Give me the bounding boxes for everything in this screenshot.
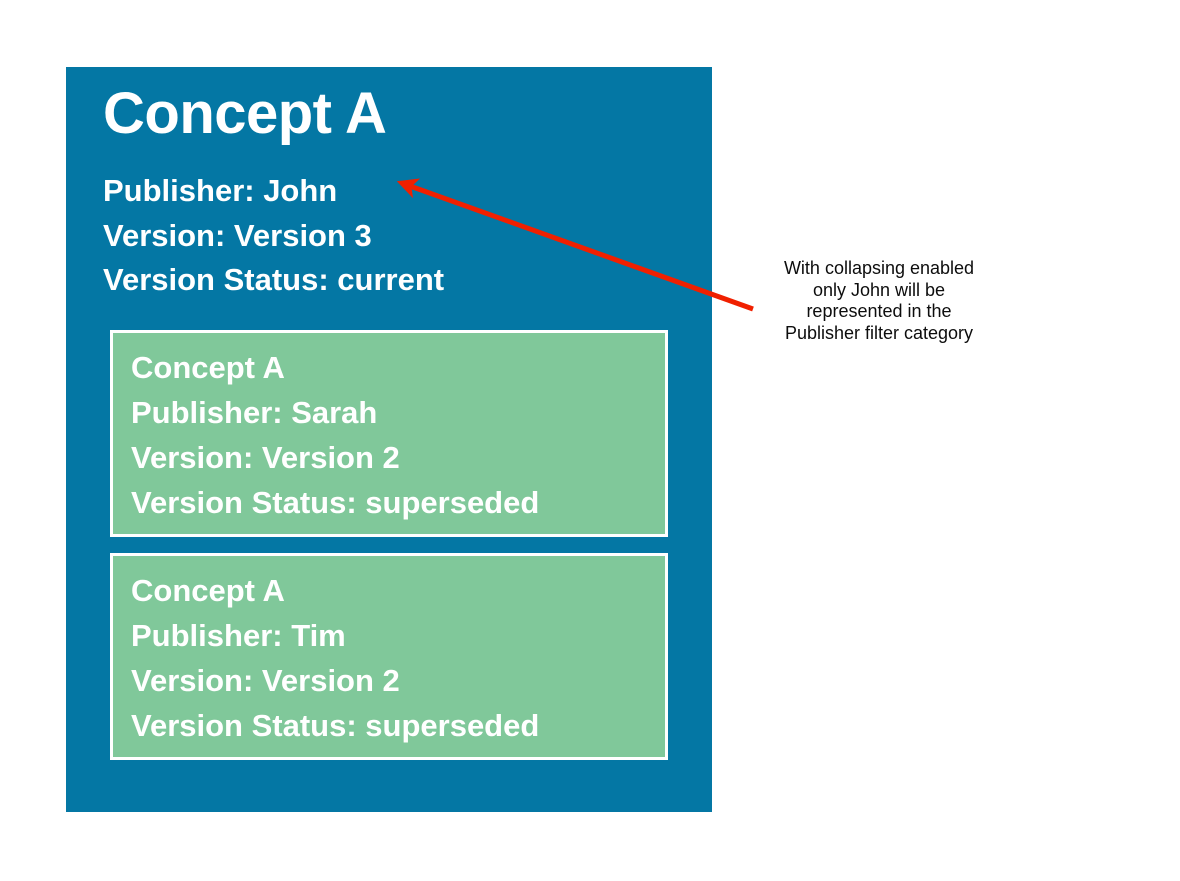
annotation-line: With collapsing enabled bbox=[783, 258, 975, 278]
version-card-version-line: Version: Version 2 bbox=[131, 440, 400, 475]
version-card-title: Concept A bbox=[131, 350, 285, 385]
annotation-line: Publisher filter category bbox=[784, 322, 974, 343]
concept-panel[interactable]: Concept A Publisher: John Version: Versi… bbox=[66, 67, 712, 812]
annotation-line: only John will be bbox=[812, 279, 946, 300]
version-card-publisher-line: Publisher: Sarah bbox=[131, 395, 378, 430]
concept-version-line: Version: Version 3 bbox=[103, 217, 372, 253]
version-card-version-line: Version: Version 2 bbox=[131, 663, 400, 698]
version-card[interactable]: Concept A Publisher: Tim Version: Versio… bbox=[110, 553, 668, 760]
version-card-version-status-line: Version Status: superseded bbox=[131, 485, 540, 520]
annotation-callout: With collapsing enabled only John will b… bbox=[752, 258, 1006, 344]
version-card-title: Concept A bbox=[131, 573, 285, 608]
concept-publisher-line: Publisher: John bbox=[103, 173, 338, 208]
version-card-version-status-line: Version Status: superseded bbox=[131, 708, 540, 743]
concept-version-status-line: Version Status: current bbox=[103, 262, 445, 297]
version-card-body: Concept A Publisher: Tim Version: Versio… bbox=[131, 568, 651, 748]
version-card[interactable]: Concept A Publisher: Sarah Version: Vers… bbox=[110, 330, 668, 537]
annotation-line: represented in the bbox=[806, 301, 952, 321]
version-card-publisher-line: Publisher: Tim bbox=[131, 618, 346, 653]
page-title: Concept A bbox=[103, 81, 387, 146]
version-card-body: Concept A Publisher: Sarah Version: Vers… bbox=[131, 345, 651, 525]
concept-panel-metadata: Publisher: John Version: Version 3 Versi… bbox=[103, 169, 663, 303]
